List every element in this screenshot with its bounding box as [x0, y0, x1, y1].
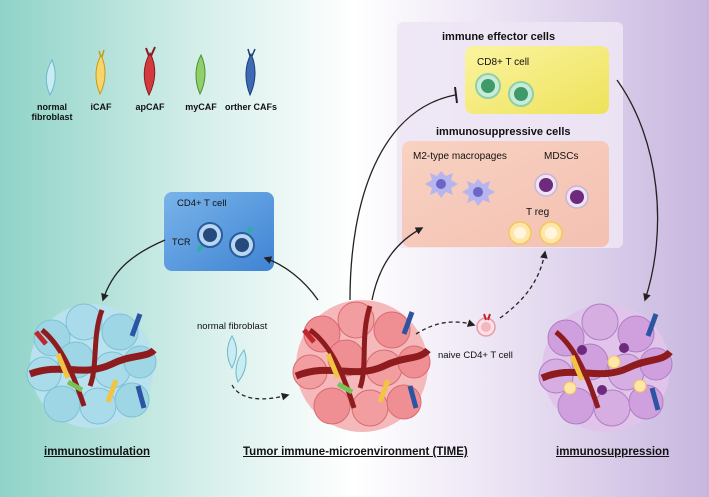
tcr-label: TCR — [172, 237, 191, 247]
tumor-immunostimulation — [26, 303, 157, 428]
normal-fibroblast-label: normal fibroblast — [197, 321, 268, 332]
time-label: Tumor immune-microenvironment (TIME) — [243, 446, 468, 458]
dashed-arrow-time-to-naive — [415, 319, 476, 335]
inhibit-time-to-effector — [349, 94, 456, 301]
legend-label-icaf: iCAF — [90, 102, 112, 112]
dashed-arrow-naive-to-treg — [499, 250, 548, 319]
cd8-t-cell-icon — [475, 73, 534, 107]
treg-icon — [508, 221, 563, 245]
arrow-time-to-suppressive — [371, 227, 424, 301]
suppressive-cells-title: immunosuppressive cells — [436, 126, 571, 138]
legend-label-apcaf: apCAF — [135, 102, 165, 112]
cd4-t-cell-icon — [196, 222, 255, 258]
suppressive-cells-panel — [402, 141, 609, 247]
m2-macrophage-label: M2-type macropages — [413, 151, 507, 162]
m2-macrophage-icon — [425, 171, 495, 206]
legend-label-mycaf: myCAF — [185, 102, 217, 112]
effector-cells-title: immune effector cells — [442, 31, 556, 43]
legend-label-normal-fibroblast: normal fibroblast — [31, 102, 73, 122]
treg-label: T reg — [526, 207, 550, 218]
dashed-arrow-fibroblast-to-time — [231, 384, 290, 401]
legend-label-other-cafs: orther CAFs — [224, 102, 277, 112]
effector-cells-panel — [465, 46, 609, 114]
mdsc-icon — [534, 173, 589, 209]
normal-fibroblast-icon — [227, 335, 247, 383]
naive-cd4-t-cell-icon — [476, 313, 496, 337]
arrow-effector-to-suppression — [616, 79, 659, 302]
tumor-time — [292, 300, 431, 432]
tumor-immunosuppression — [538, 303, 673, 432]
immunostimulation-label: immunostimulation — [44, 446, 151, 458]
legend-fibroblast-icons — [45, 46, 256, 97]
immunosuppression-label: immunosuppression — [556, 446, 670, 458]
cd4-t-cell-label: CD4+ T cell — [177, 198, 227, 209]
arrow-cd4-to-immunostimulation — [101, 239, 166, 302]
cd8-t-cell-label: CD8+ T cell — [477, 57, 530, 68]
mdsc-label: MDSCs — [544, 151, 579, 162]
arrow-time-to-cd4 — [263, 256, 319, 301]
naive-cd4-label: naive CD4+ T cell — [438, 350, 513, 361]
